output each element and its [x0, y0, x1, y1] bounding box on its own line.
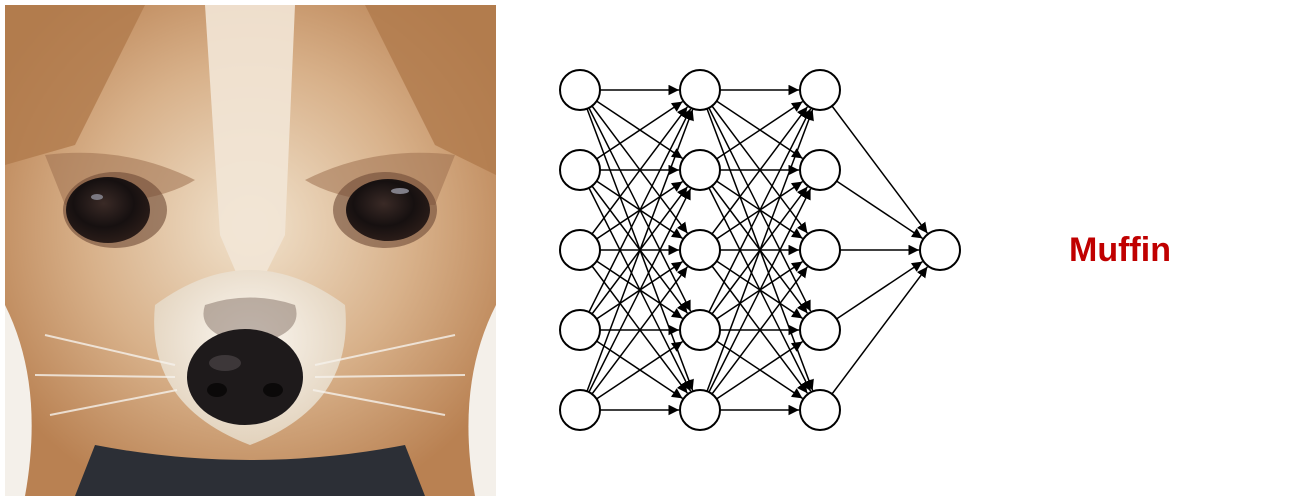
- edge-l2-n5-to-n3: [711, 266, 808, 395]
- node-layer3-1: [799, 69, 841, 111]
- node-layer1-4: [559, 309, 601, 351]
- right-cheek-fur: [468, 305, 496, 496]
- node-layer4-1: [919, 229, 961, 271]
- node-layer3-3: [799, 229, 841, 271]
- right-eye: [346, 179, 430, 241]
- edge-l2-n5-to-n1: [706, 109, 814, 392]
- node-layer2-2: [679, 149, 721, 191]
- edge-l1-n5-to-n3: [591, 266, 688, 395]
- node-layer1-5: [559, 389, 601, 431]
- edge-l3-n1-to-n1: [831, 105, 928, 234]
- left-eye: [66, 177, 150, 243]
- edge-l2-n3-to-n1: [711, 106, 808, 235]
- edge-l2-n5-to-n2: [708, 188, 812, 393]
- dog-illustration: [5, 5, 496, 496]
- node-layer2-1: [679, 69, 721, 111]
- right-ear-fur: [365, 5, 496, 175]
- nose-highlight: [209, 355, 241, 371]
- prediction-label: Muffin: [1069, 231, 1171, 269]
- node-layer1-1: [559, 69, 601, 111]
- node-layer2-4: [679, 309, 721, 351]
- edge-l2-n5-to-n4: [716, 341, 803, 400]
- node-layer3-4: [799, 309, 841, 351]
- edge-l1-n4-to-n1: [588, 108, 692, 313]
- network-nodes: [559, 69, 961, 431]
- left-nostril: [207, 383, 227, 397]
- edge-l1-n3-to-n1: [591, 106, 688, 235]
- edge-l1-n5-to-n1: [586, 109, 694, 392]
- right-eye-highlight: [391, 188, 409, 194]
- nose: [187, 329, 303, 425]
- node-layer1-2: [559, 149, 601, 191]
- whiskers: [34, 334, 466, 416]
- edge-l2-n2-to-n1: [716, 101, 803, 160]
- forehead-blaze: [205, 5, 295, 305]
- node-layer2-3: [679, 229, 721, 271]
- network-edges: [586, 84, 928, 416]
- neural-network-diagram: [559, 69, 961, 431]
- node-layer1-3: [559, 229, 601, 271]
- edge-l1-n5-to-n2: [588, 188, 692, 393]
- dog-photo: [5, 5, 496, 496]
- left-ear-fur: [5, 5, 145, 165]
- left-cheek-fur: [5, 305, 32, 496]
- node-layer3-5: [799, 389, 841, 431]
- collar: [75, 445, 425, 496]
- edge-l2-n4-to-n1: [708, 108, 812, 313]
- edge-l3-n2-to-n1: [836, 180, 923, 239]
- node-layer2-5: [679, 389, 721, 431]
- left-eye-highlight: [91, 194, 103, 200]
- right-nostril: [263, 383, 283, 397]
- edge-l3-n4-to-n1: [836, 261, 923, 320]
- node-layer3-2: [799, 149, 841, 191]
- edge-l1-n5-to-n4: [596, 341, 683, 400]
- edge-l1-n2-to-n1: [596, 101, 683, 160]
- edge-l3-n5-to-n1: [831, 266, 928, 395]
